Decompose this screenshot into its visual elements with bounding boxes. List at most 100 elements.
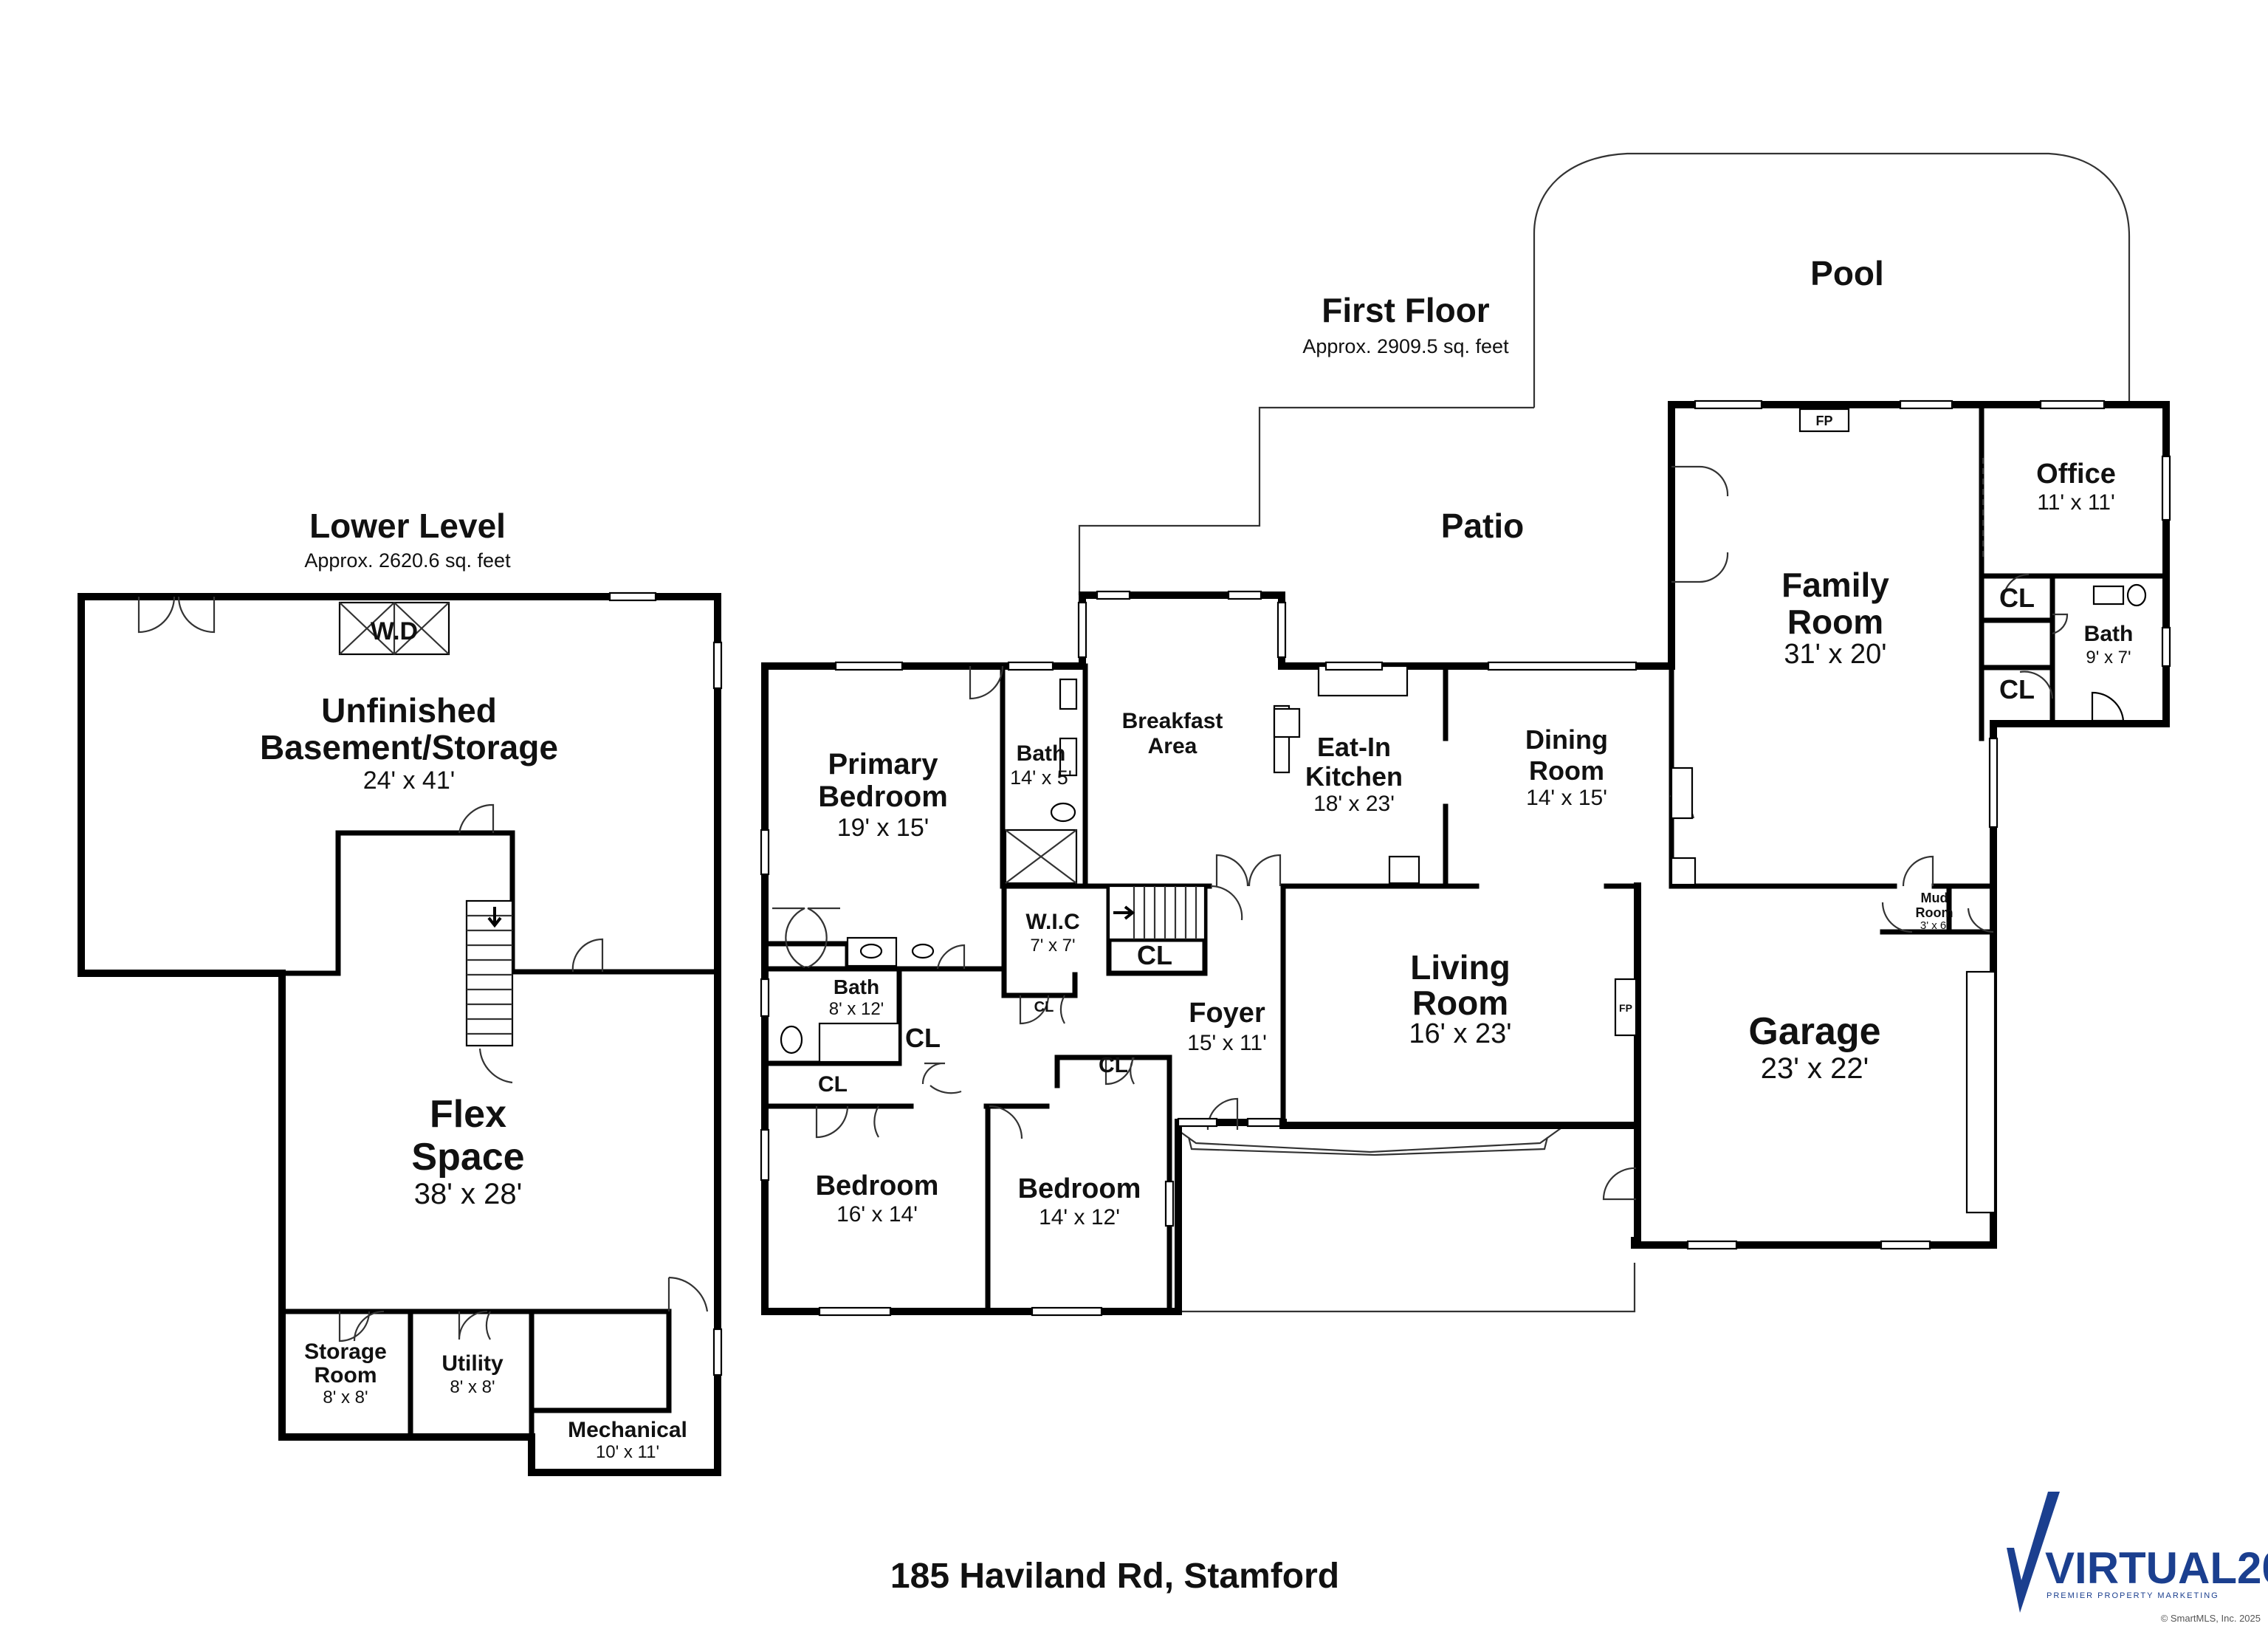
family-name-2: Room <box>1787 603 1883 641</box>
bath-office-name: Bath <box>2084 622 2134 646</box>
bedroom-left-dims: 16' x 14' <box>836 1202 918 1227</box>
flex-name-2: Space <box>411 1136 524 1179</box>
primary-bedroom-dims: 19' x 15' <box>837 814 929 842</box>
lower-level-plan: Lower Level Approx. 2620.6 sq. feet W.D … <box>78 507 723 1476</box>
primary-bedroom-name-1: Primary <box>828 748 939 781</box>
storage-name-1: Storage <box>304 1340 387 1364</box>
closet-label: CL <box>1999 674 2035 704</box>
dining-name-2: Room <box>1529 755 1604 786</box>
bay-window-inner <box>1187 1136 1549 1156</box>
patio-label: Patio <box>1441 507 1524 545</box>
pool-outline <box>1533 152 2131 408</box>
bath-primary-name: Bath <box>1017 741 1066 766</box>
stair-swing-door <box>478 1048 513 1084</box>
kitchen-name-2: Kitchen <box>1305 761 1403 792</box>
address: 185 Haviland Rd, Stamford <box>890 1557 1339 1596</box>
utility-name: Utility <box>441 1351 504 1376</box>
wd-label: W.D <box>371 617 418 645</box>
mechanical-door <box>667 1276 709 1312</box>
basement-double-door <box>137 596 216 634</box>
bath-hall-dims: 8' x 12' <box>829 999 884 1019</box>
utility-dims: 8' x 8' <box>450 1377 495 1397</box>
bathtub <box>818 1022 901 1063</box>
kitchen-name-1: Eat-In <box>1317 732 1391 762</box>
right-arrow-icon <box>1113 905 1135 920</box>
first-floor-plan: FP FP First Floor Approx. 2909.5 sq. fee… <box>760 152 2171 1317</box>
foyer-dims: 15' x 11' <box>1187 1031 1267 1055</box>
mechanical-name: Mechanical <box>568 1418 687 1442</box>
primary-bedroom-name-2: Bedroom <box>818 781 948 813</box>
storage-dims: 8' x 8' <box>323 1388 368 1407</box>
patio-outline <box>1078 406 1534 595</box>
office-dims: 11' x 11' <box>2037 490 2114 515</box>
garage-dims: 23' x 22' <box>1761 1052 1869 1085</box>
lower-level-area: Approx. 2620.6 sq. feet <box>304 549 511 572</box>
closet-label: CL <box>1099 1053 1128 1077</box>
windows <box>760 399 2171 1317</box>
basement-name-2: Basement/Storage <box>260 728 558 767</box>
flex-door <box>571 938 604 973</box>
first-floor-title: First Floor <box>1322 291 1490 329</box>
lower-level-exterior-wall <box>78 593 721 1476</box>
storage-name-2: Room <box>315 1363 377 1388</box>
family-name-1: Family <box>1781 566 1889 604</box>
logo-tagline: PREMIER PROPERTY MARKETING <box>2047 1591 2219 1600</box>
living-name-2: Room <box>1412 984 1508 1022</box>
flex-name-1: Flex <box>430 1093 506 1136</box>
breakfast-name-2: Area <box>1148 734 1197 758</box>
copyright: © SmartMLS, Inc. 2025 <box>2161 1613 2261 1624</box>
family-dims: 31' x 20' <box>1784 639 1886 670</box>
mud-name-1: Mud <box>1921 891 1948 905</box>
flex-dims: 38' x 28' <box>414 1178 522 1210</box>
sink <box>1059 678 1078 710</box>
garage-door <box>1965 970 1996 1214</box>
foyer-name: Foyer <box>1189 998 1265 1029</box>
fireplace-living <box>1614 978 1638 1037</box>
bedroom-right-name: Bedroom <box>1018 1173 1141 1204</box>
living-dims: 16' x 23' <box>1409 1018 1511 1049</box>
basement-stair-door <box>458 803 495 834</box>
mud-name-2: Room <box>1916 905 1953 920</box>
fireplace-label: FP <box>1619 1002 1632 1014</box>
sink-bowl <box>859 943 883 959</box>
bedroom-right-dims: 14' x 12' <box>1039 1205 1120 1230</box>
window <box>712 641 723 690</box>
built-in <box>1670 857 1697 886</box>
fireplace-label: FP <box>1815 414 1832 428</box>
cooktop <box>1273 707 1301 738</box>
lower-stairs-treads <box>467 914 512 1035</box>
mechanical-dims: 10' x 11' <box>596 1442 659 1462</box>
bedroom-left-name: Bedroom <box>816 1170 939 1201</box>
lower-stairs <box>465 899 514 1047</box>
closet-label: CL <box>905 1023 941 1053</box>
closet-label: CL <box>1137 940 1172 970</box>
toilet <box>1050 802 1076 823</box>
virtual203-logo: VIRTUAL203 PREMIER PROPERTY MARKETING <box>2007 1492 2268 1613</box>
toilet <box>2126 583 2147 607</box>
basement-flex-divider <box>279 830 721 976</box>
toilet <box>780 1025 803 1054</box>
closet-label: CL <box>1034 999 1054 1015</box>
storage-door <box>338 1310 385 1342</box>
pool-label: Pool <box>1810 254 1884 292</box>
garage-name: Garage <box>1748 1010 1880 1053</box>
bath-office-dims: 9' x 7' <box>2086 648 2131 668</box>
mud-dims: 3' x 6' <box>1920 919 1948 932</box>
utility-door <box>458 1310 491 1340</box>
cooktop <box>1388 855 1420 885</box>
wic-name: W.I.C <box>1025 910 1079 934</box>
basement-name-1: Unfinished <box>321 691 497 730</box>
front-walk-outline <box>1176 1134 1636 1313</box>
corner-shower <box>2091 691 2125 722</box>
bath-primary-dims: 14' x 5' <box>1010 767 1072 789</box>
closet-label: CL <box>1999 583 2035 613</box>
sink <box>2092 585 2125 606</box>
living-name-1: Living <box>1410 948 1510 987</box>
wic-dims: 7' x 7' <box>1030 936 1075 956</box>
bookshelf <box>1670 767 1694 820</box>
down-arrow-icon <box>487 907 502 928</box>
window <box>712 1328 723 1376</box>
sink <box>1059 737 1078 777</box>
v-mark-icon <box>2007 1492 2060 1613</box>
